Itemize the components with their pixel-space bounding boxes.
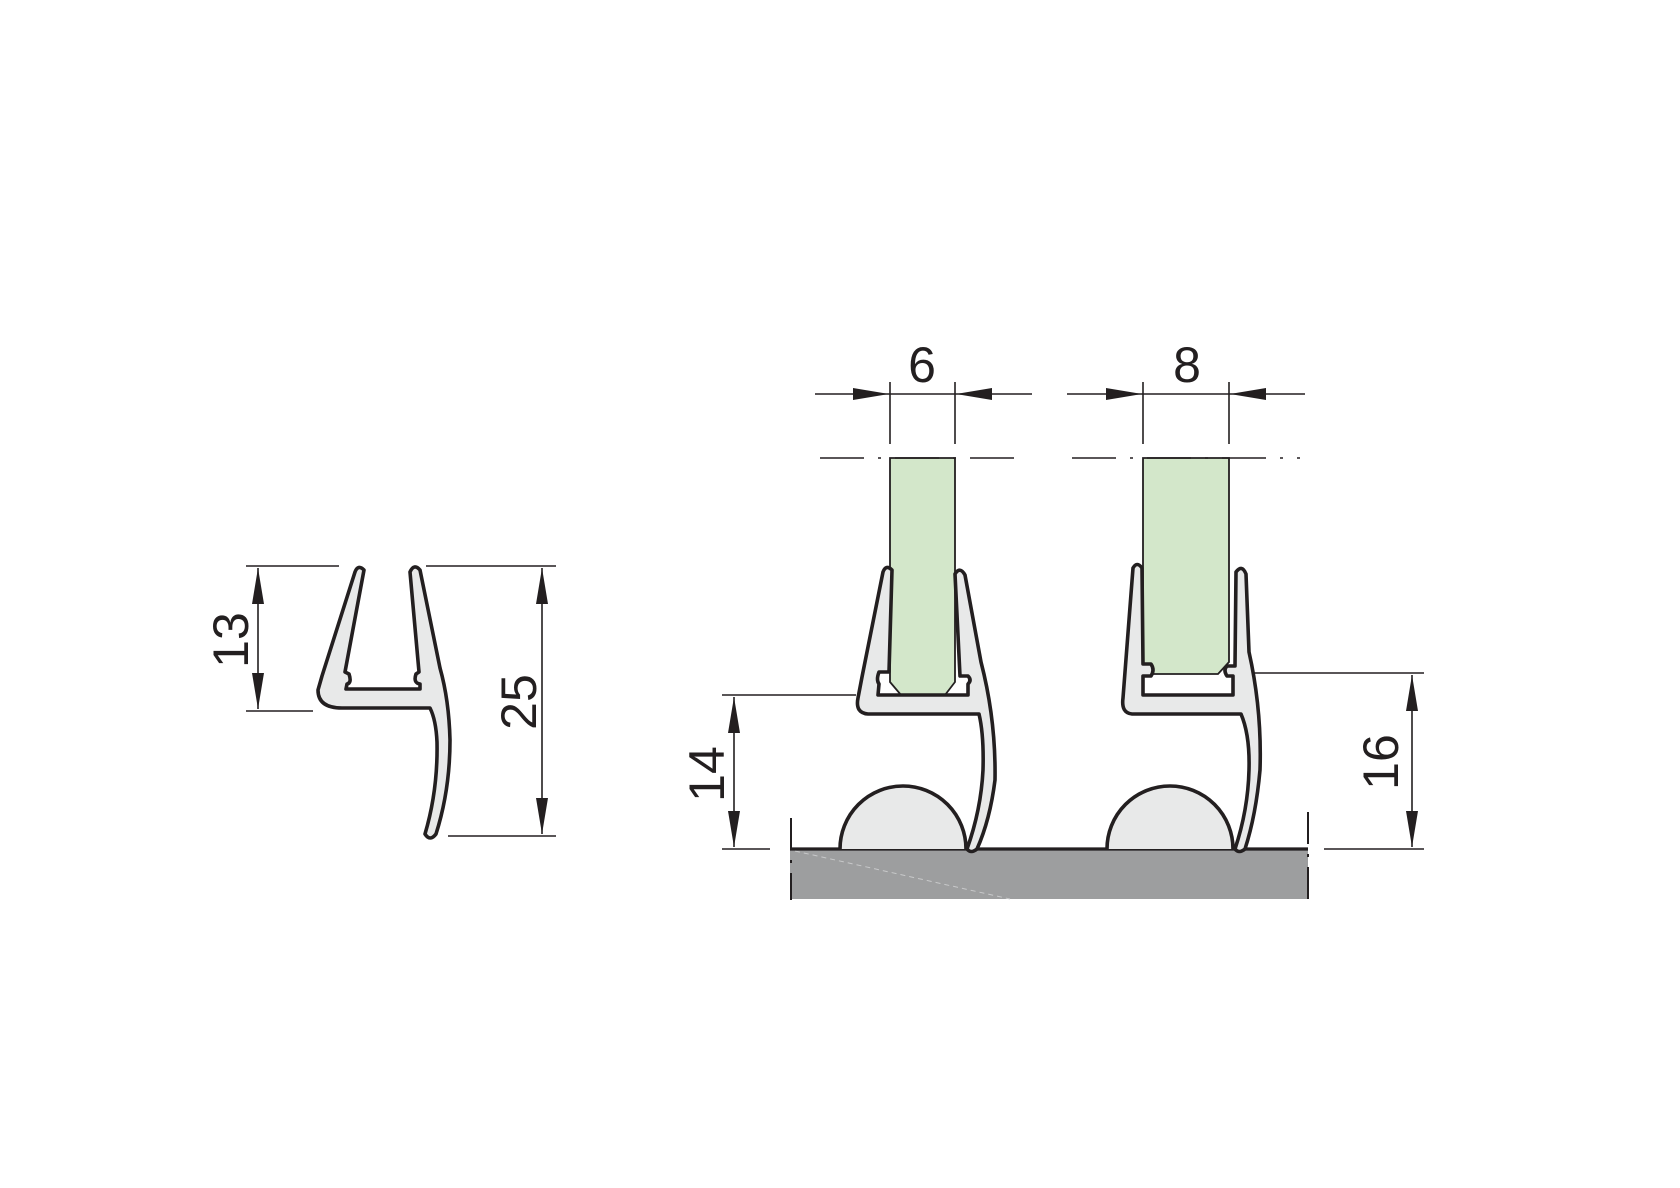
dimension-label-16: 16 bbox=[1353, 734, 1409, 790]
installed-seal-8mm: 8 16 bbox=[1067, 337, 1424, 854]
arrow-up-icon bbox=[252, 568, 264, 604]
arrow-left-icon bbox=[1230, 388, 1266, 400]
dimension-label-13: 13 bbox=[203, 612, 259, 668]
arrow-left-icon bbox=[956, 388, 992, 400]
floor-surface bbox=[790, 849, 1308, 899]
arrow-right-icon bbox=[853, 388, 889, 400]
glass-pane-8mm bbox=[1142, 457, 1230, 675]
dimension-label-8: 8 bbox=[1173, 337, 1201, 393]
dimension-label-14: 14 bbox=[679, 746, 735, 802]
arrow-up-icon bbox=[728, 697, 740, 733]
seal-profile-installed-6mm bbox=[855, 565, 997, 854]
glass-pane-6mm bbox=[889, 457, 956, 696]
standalone-profile: 13 25 bbox=[203, 565, 556, 840]
arrow-right-icon bbox=[1106, 388, 1142, 400]
sealing-bump bbox=[1105, 784, 1235, 850]
arrow-down-icon bbox=[252, 673, 264, 709]
sealing-bump bbox=[838, 784, 968, 850]
installed-seal-6mm: 6 14 bbox=[679, 337, 1032, 854]
seal-profile-shape bbox=[316, 565, 452, 840]
arrow-up-icon bbox=[536, 568, 548, 604]
arrow-up-icon bbox=[1406, 675, 1418, 711]
arrow-down-icon bbox=[728, 811, 740, 847]
dimension-label-25: 25 bbox=[491, 674, 547, 730]
seal-profile-installed-8mm bbox=[1120, 562, 1263, 854]
arrow-down-icon bbox=[1406, 811, 1418, 847]
arrow-down-icon bbox=[536, 798, 548, 834]
floor-hatch bbox=[794, 850, 1011, 900]
dimension-label-6: 6 bbox=[908, 337, 936, 393]
